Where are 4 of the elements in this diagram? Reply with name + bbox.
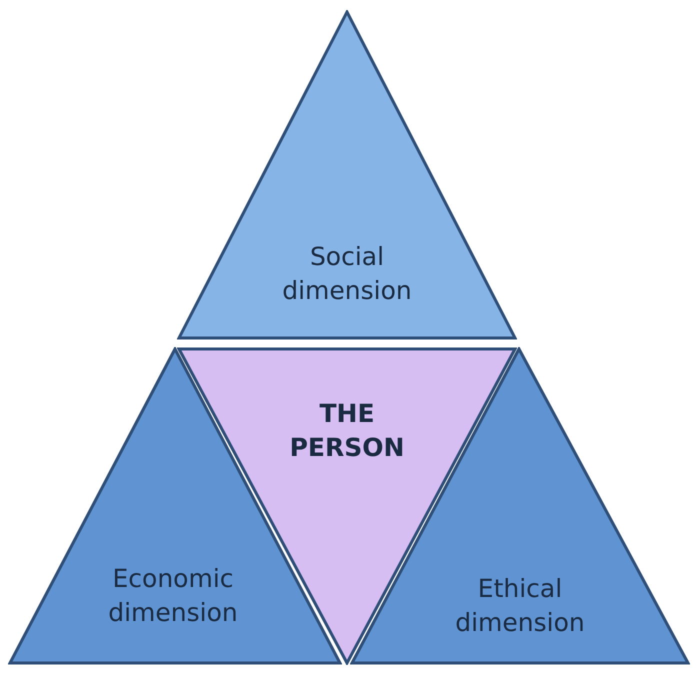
dimension-label: Ethical dimension	[454, 573, 586, 639]
dimension-label: THE PERSON	[288, 398, 406, 464]
dimension-label: Social dimension	[281, 241, 413, 307]
dimension-label: Economic dimension	[107, 563, 239, 629]
